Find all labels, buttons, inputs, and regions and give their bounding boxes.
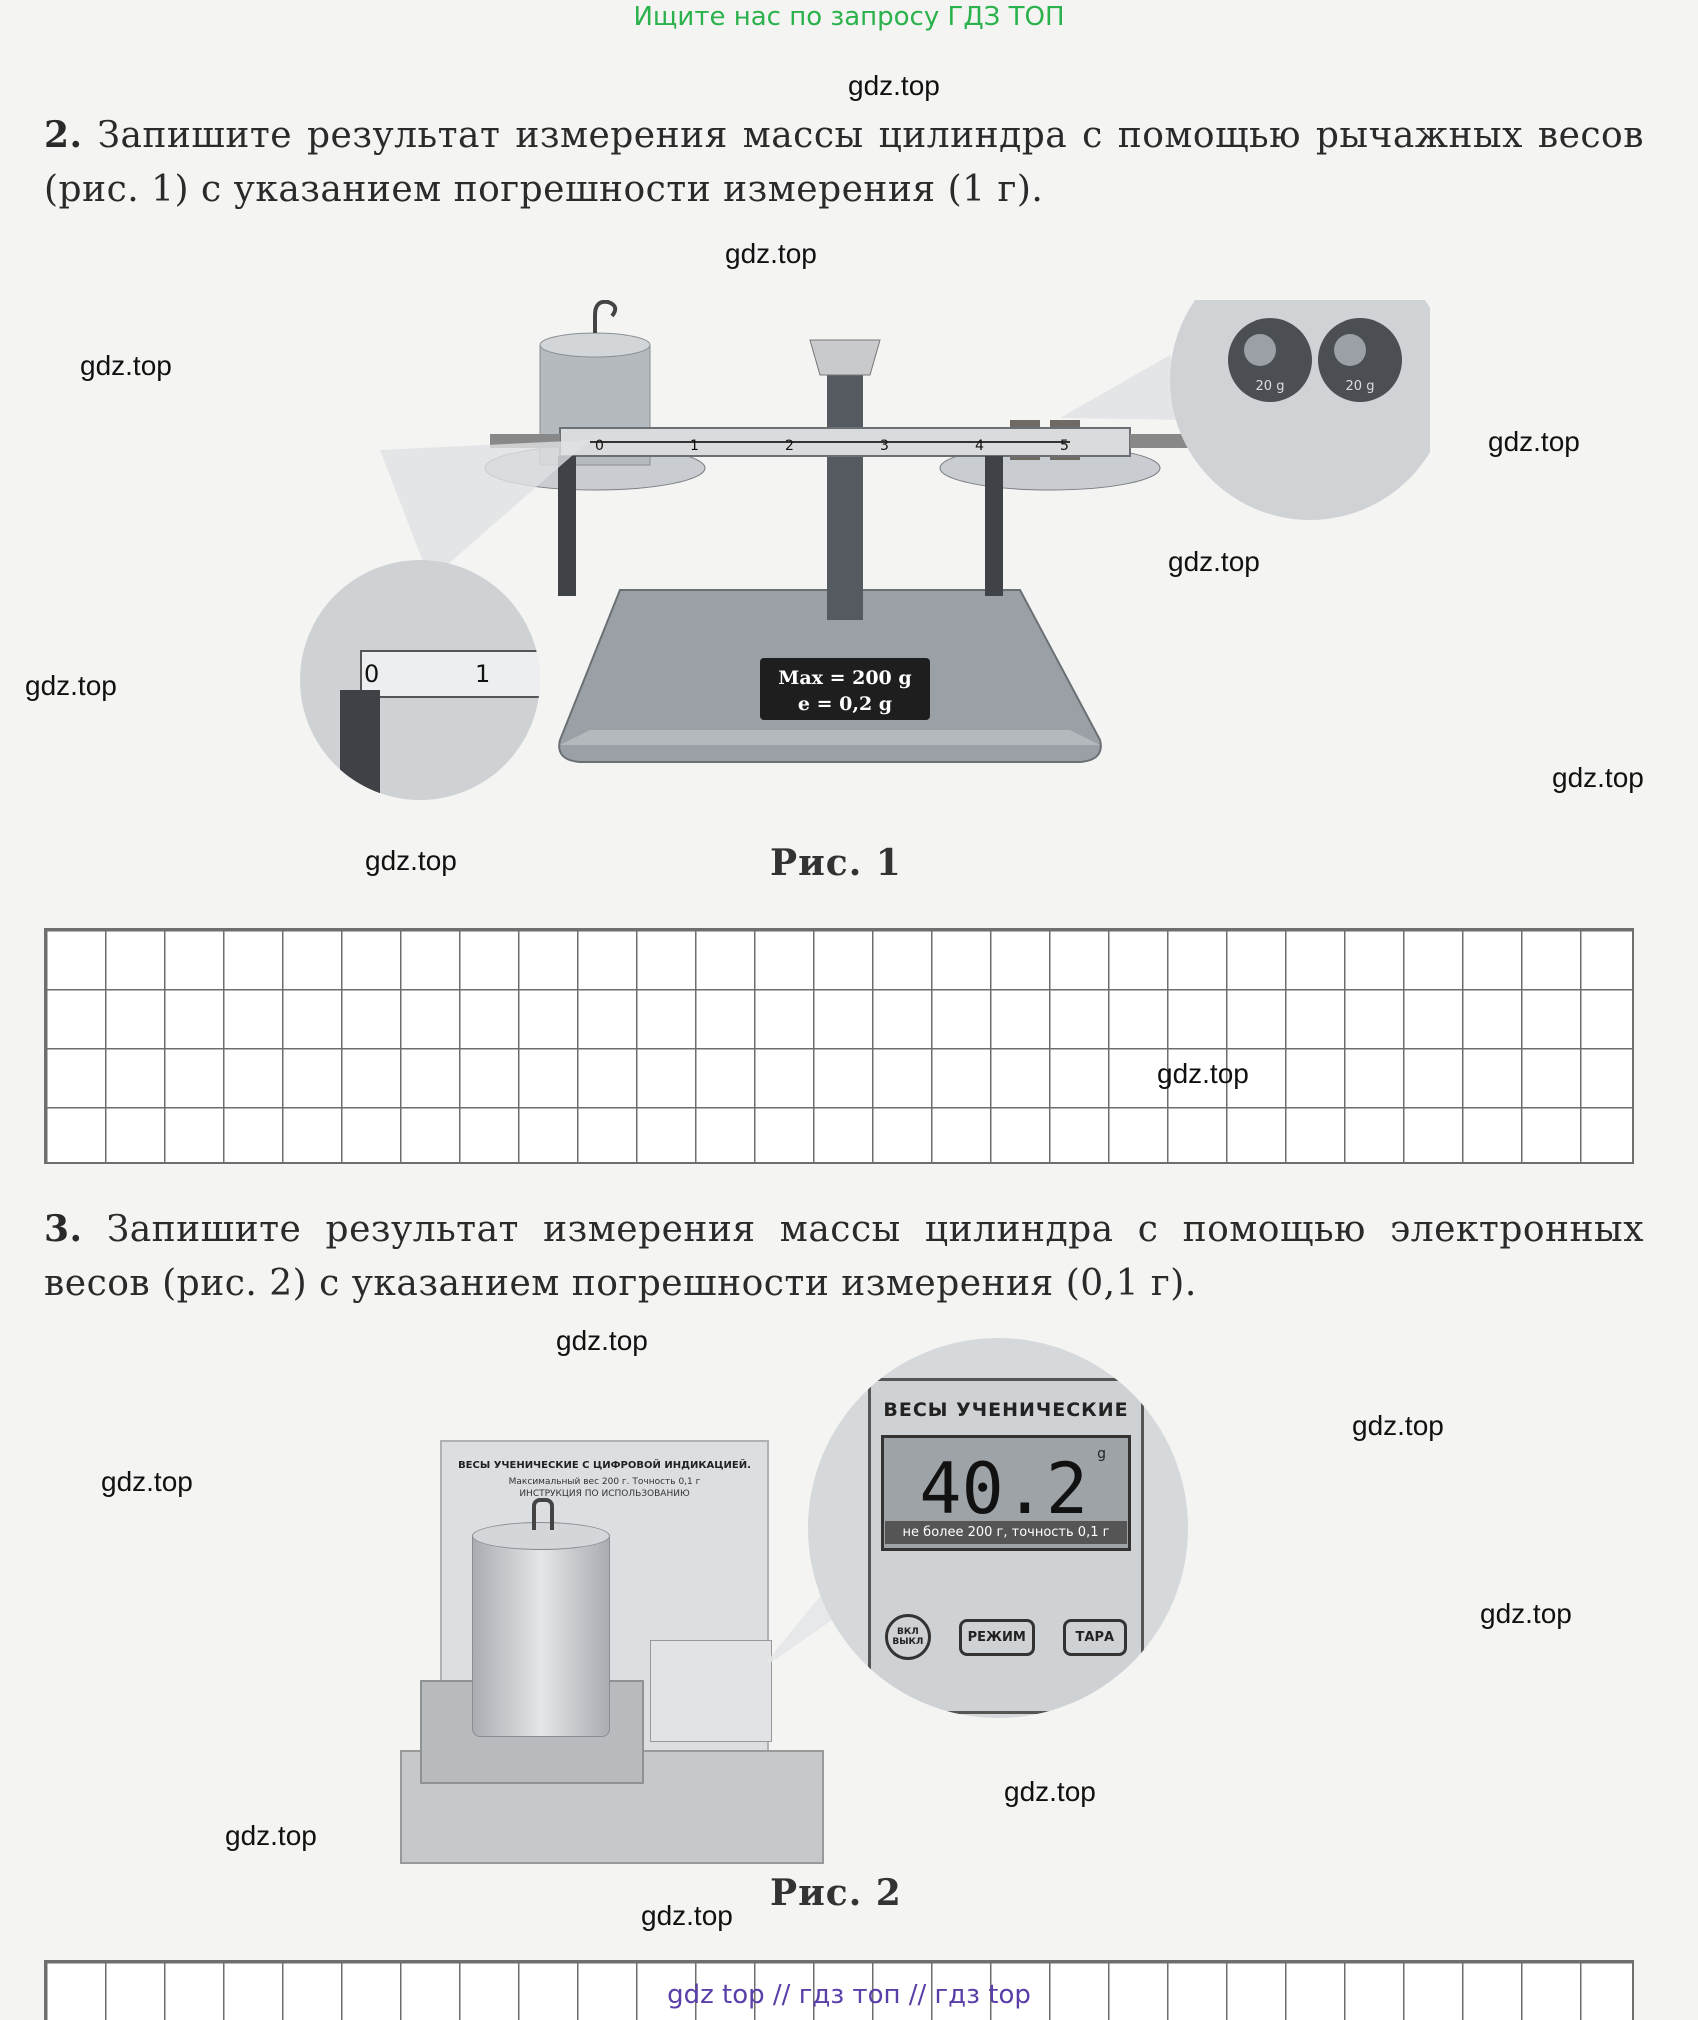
zoom-tick-0: 0 [364, 660, 380, 688]
cylinder-hook [593, 300, 618, 333]
zoom-scale-bar [360, 650, 540, 698]
mode-button[interactable]: РЕЖИМ [958, 1618, 1035, 1656]
answer-grid-2[interactable] [44, 1960, 1634, 2020]
task-text: Запишите результат измерения массы цилин… [44, 1209, 1644, 1304]
footer-links[interactable]: gdz top // гдз топ // гдз top [667, 1980, 1031, 2010]
display-zoom-circle: ВЕСЫ УЧЕНИЧЕСКИЕ 40.2 g не более 200 г, … [808, 1338, 1188, 1718]
cylinder-2 [472, 1535, 610, 1737]
beam-tick-4: 4 [975, 438, 984, 454]
beam-tick-1: 1 [690, 438, 699, 454]
watermark: gdz.top [25, 670, 117, 701]
balance-base-front [560, 730, 1100, 745]
figure-1-balance: Max = 200 g e = 0,2 g 0 1 2 3 4 5 20 g 2… [380, 300, 1430, 763]
watermark: gdz.top [1004, 1776, 1096, 1807]
beam-tick-0: 0 [595, 438, 604, 454]
watermark: gdz.top [641, 1900, 733, 1931]
zoom-tick-1: 1 [475, 660, 491, 688]
beam-tick-3: 3 [880, 438, 889, 454]
task-number: 3. [44, 1208, 83, 1250]
watermark: gdz.top [848, 70, 940, 101]
lid-title: ВЕСЫ УЧЕНИЧЕСКИЕ С ЦИФРОВОЙ ИНДИКАЦИЕЙ. [458, 1460, 751, 1471]
top-banner: Ищите нас по запросу ГДЗ ТОП [633, 2, 1065, 32]
tare-button[interactable]: ТАРА [1062, 1618, 1128, 1656]
task-text: Запишите результат измерения массы цилин… [44, 115, 1644, 210]
task-2: 2. Запишите результат измерения массы ци… [44, 108, 1644, 217]
figure-2-caption: Рис. 2 [770, 1872, 902, 1914]
spec-line-2: e = 0,2 g [798, 693, 892, 715]
spec-plate [760, 658, 930, 720]
spec-line-1: Max = 200 g [778, 667, 911, 689]
watermark: gdz.top [556, 1325, 648, 1356]
lid-sub2: ИНСТРУКЦИЯ ПО ИСПОЛЬЗОВАНИЮ [519, 1489, 690, 1499]
pointer-scale [809, 339, 881, 376]
display-value: 40.2 [919, 1448, 1088, 1530]
scale-panel-small [650, 1640, 772, 1742]
watermark: gdz.top [1352, 1410, 1444, 1441]
watermark: gdz.top [1157, 1058, 1249, 1089]
cylinder-2-top [472, 1522, 610, 1550]
task-number: 2. [44, 114, 83, 156]
lid-sub: Максимальный вес 200 г. Точность 0,1 г [508, 1477, 701, 1487]
zoom-leg [340, 690, 380, 800]
watermark: gdz.top [1480, 1598, 1572, 1629]
watermark: gdz.top [80, 350, 172, 381]
watermark: gdz.top [225, 1820, 317, 1851]
beam-tick-2: 2 [785, 438, 794, 454]
figure-1-caption: Рис. 1 [770, 842, 902, 884]
device-title: ВЕСЫ УЧЕНИЧЕСКИЕ [883, 1399, 1129, 1421]
weight-label-2: 20 g [1346, 379, 1375, 394]
watermark: gdz.top [1552, 762, 1644, 793]
power-button[interactable]: ВКЛ ВЫКЛ [884, 1614, 931, 1660]
display-spec: не более 200 г, точность 0,1 г [885, 1521, 1127, 1544]
watermark: gdz.top [1168, 546, 1260, 577]
watermark: gdz.top [1488, 426, 1580, 457]
rider-zoom-circle: 0 1 [300, 560, 540, 800]
watermark: gdz.top [101, 1466, 193, 1497]
answer-grid-1[interactable] [44, 928, 1634, 1164]
watermark: gdz.top [725, 238, 817, 269]
beam-tick-5: 5 [1060, 438, 1069, 454]
task-3: 3. Запишите результат измерения массы ци… [44, 1202, 1644, 1311]
watermark: gdz.top [365, 845, 457, 876]
central-post [827, 370, 863, 620]
weight-label-1: 20 g [1256, 379, 1285, 394]
display-unit: g [1097, 1446, 1106, 1462]
cylinder-2-hook [532, 1498, 554, 1530]
